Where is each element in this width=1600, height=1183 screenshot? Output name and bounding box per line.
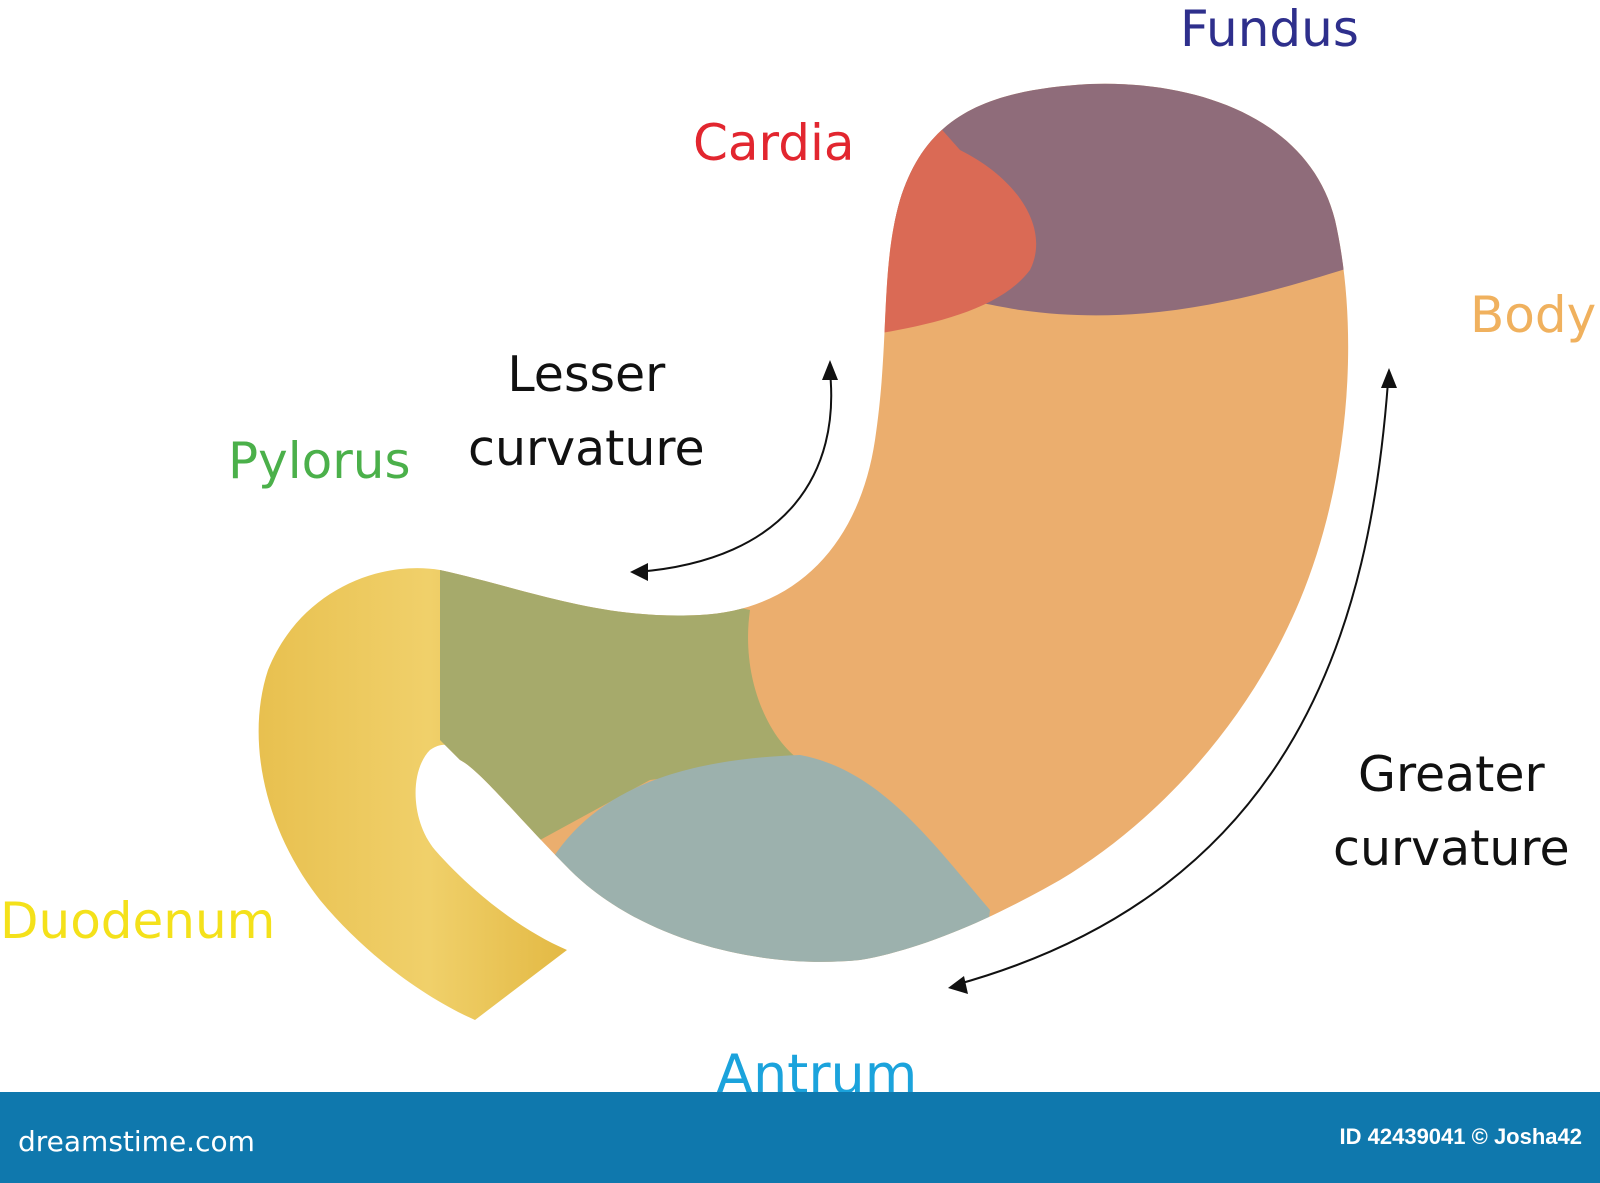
lesser-arrowhead-top bbox=[822, 360, 838, 380]
label-lesser-line1: Lesser bbox=[507, 346, 666, 403]
footer-image-id: ID 42439041 © Josha42 bbox=[1339, 1124, 1582, 1149]
footer-bar bbox=[0, 1092, 1600, 1183]
lesser-curvature-arrow bbox=[636, 371, 833, 573]
label-greater-curvature: Greater curvature bbox=[1333, 738, 1570, 886]
label-lesser-curvature: Lesser curvature bbox=[468, 338, 705, 486]
pylorus-region bbox=[440, 540, 800, 900]
label-fundus: Fundus bbox=[1180, 0, 1359, 58]
label-greater-line1: Greater bbox=[1357, 746, 1545, 803]
label-lesser-line2: curvature bbox=[468, 420, 705, 477]
duodenum-region bbox=[258, 568, 567, 1020]
stomach-diagram bbox=[258, 83, 1397, 1020]
label-pylorus: Pylorus bbox=[228, 432, 411, 490]
greater-curvature-arrow bbox=[954, 381, 1389, 986]
greater-arrowhead-bottom bbox=[948, 976, 968, 994]
label-greater-line2: curvature bbox=[1333, 820, 1570, 877]
label-duodenum: Duodenum bbox=[0, 892, 276, 950]
label-body: Body bbox=[1470, 286, 1597, 344]
footer-brand: dreamstime.com bbox=[18, 1125, 255, 1158]
greater-arrowhead-top bbox=[1381, 368, 1397, 388]
lesser-arrowhead-left bbox=[630, 563, 648, 581]
label-cardia: Cardia bbox=[693, 114, 855, 172]
